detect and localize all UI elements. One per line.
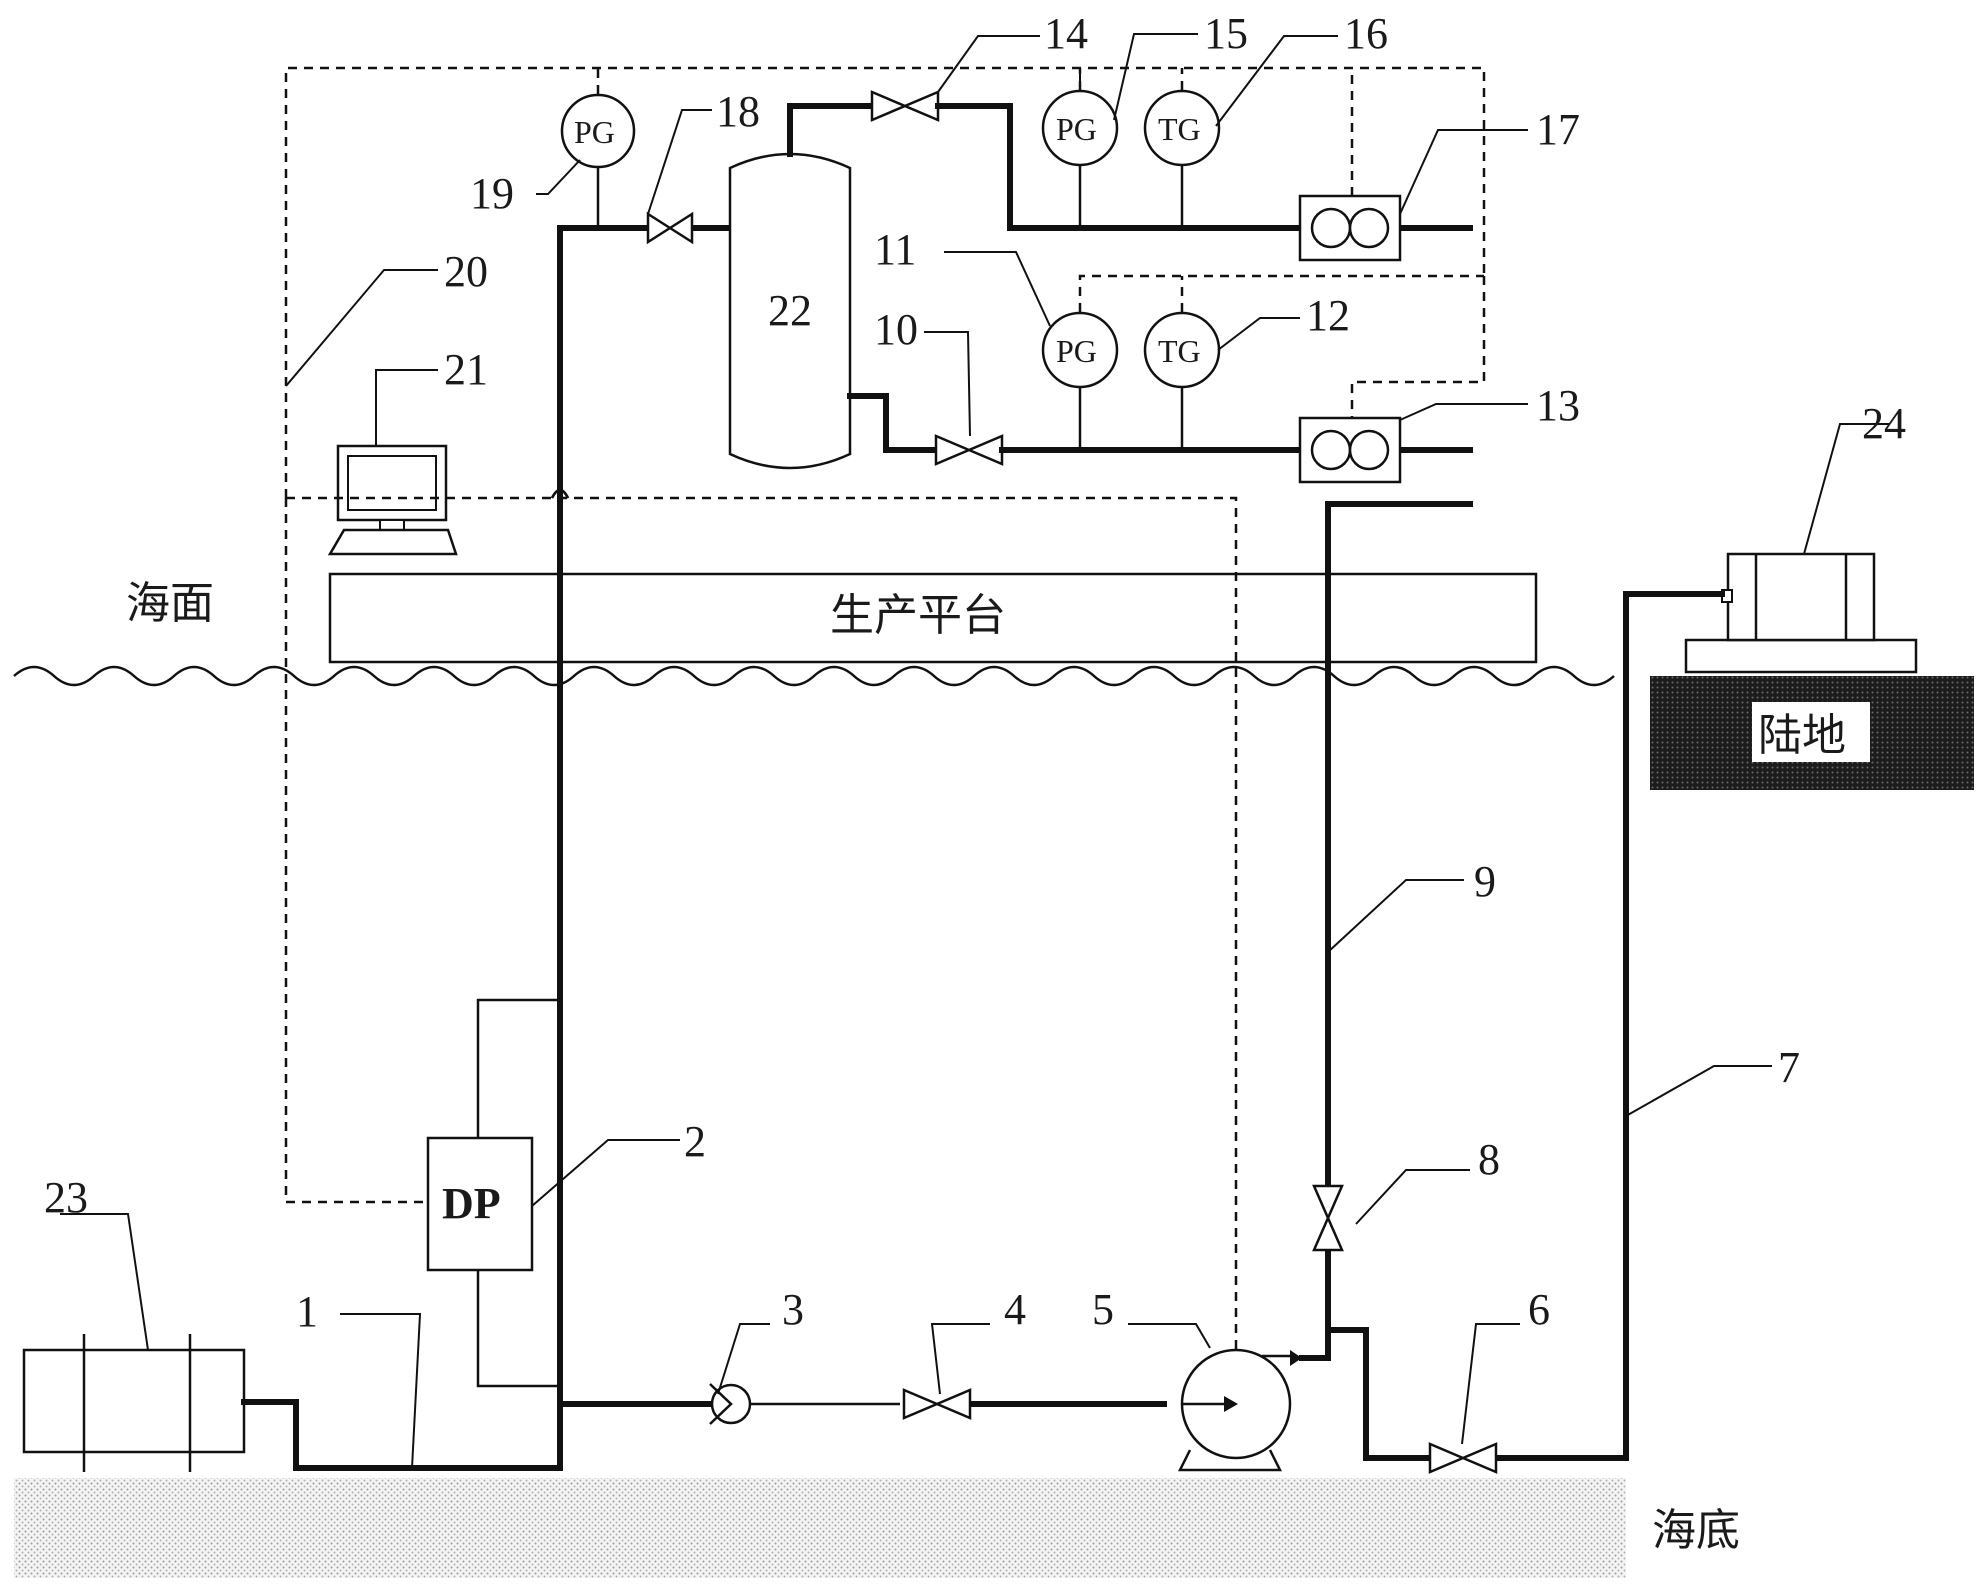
label-11: 11 [874,225,916,274]
seabed-label: 海底 [1652,1505,1740,1556]
pipe-1 [241,1399,563,1471]
gauge-19-label: PG [574,114,615,150]
separator-tank-22: 22 [728,152,852,470]
gas-outlet-pipe [787,103,875,157]
platform-label: 生产平台 [830,590,1006,641]
sea-surface-label: 海面 [126,578,214,629]
gauge-15-label: PG [1056,111,1097,147]
check-valve-3 [709,1383,752,1425]
production-platform [328,572,1538,664]
flow-meter-13 [1298,416,1402,484]
label-21: 21 [444,345,488,394]
label-20: 20 [444,247,488,296]
land-terminal-24 [1684,552,1918,674]
label-3: 3 [782,1285,804,1334]
label-5: 5 [1092,1285,1114,1334]
label-17: 17 [1536,105,1580,154]
land-label-bg [1752,702,1870,762]
flow-meter-17 [1298,194,1402,262]
pressure-gauge-11: PG [1041,311,1119,450]
land-label: 陆地 [1758,710,1846,761]
valve-6 [1428,1442,1498,1474]
label-1: 1 [296,1287,318,1336]
label-10: 10 [874,305,918,354]
label-9: 9 [1474,857,1496,906]
label-23: 23 [44,1173,88,1222]
seabed-ground [14,1478,1626,1578]
gauge-16-label: TG [1158,111,1201,147]
temperature-gauge-12: TG [1143,311,1221,450]
pipe-7 [1493,591,1725,1461]
valve-4 [902,1388,972,1420]
label-18: 18 [716,87,760,136]
signal-line-bottom-loop [284,496,1238,1350]
valve-8 [1312,1184,1344,1252]
tank-label: 22 [768,286,812,335]
dp-label: DP [442,1179,501,1228]
subsea-wellhead-23 [22,1334,246,1472]
liquid-outlet-pipe [847,393,939,453]
pump-5 [1177,1348,1302,1472]
gauge-11-label: PG [1056,333,1097,369]
label-8: 8 [1478,1135,1500,1184]
pressure-gauge-15: PG [1041,89,1119,228]
label-7: 7 [1778,1043,1800,1092]
signal-line-20 [284,66,1486,498]
computer-21 [327,444,458,556]
signal-line-lower [1078,274,1486,418]
pressure-gauge-19: PG [560,93,636,228]
label-6: 6 [1528,1285,1550,1334]
label-19: 19 [470,169,514,218]
differential-pressure-2: DP [426,998,560,1388]
label-12: 12 [1306,291,1350,340]
crossing-arc-outline [550,488,570,499]
temperature-gauge-16: TG [1143,89,1221,228]
pump-outlet-pipe [1299,1327,1433,1461]
riser-pipe [557,225,651,1471]
label-16: 16 [1344,9,1388,58]
label-13: 13 [1536,381,1580,430]
label-14: 14 [1044,9,1088,58]
label-15: 15 [1204,9,1248,58]
gas-line [935,103,1303,231]
label-24: 24 [1862,399,1906,448]
valve-18 [646,211,694,245]
sea-surface-wave [13,665,1615,687]
leader-lines [60,33,1890,1469]
valve-10 [934,434,1004,466]
label-2: 2 [684,1117,706,1166]
label-4: 4 [1004,1285,1026,1334]
gauge-12-label: TG [1158,333,1201,369]
valve-14 [870,90,940,122]
